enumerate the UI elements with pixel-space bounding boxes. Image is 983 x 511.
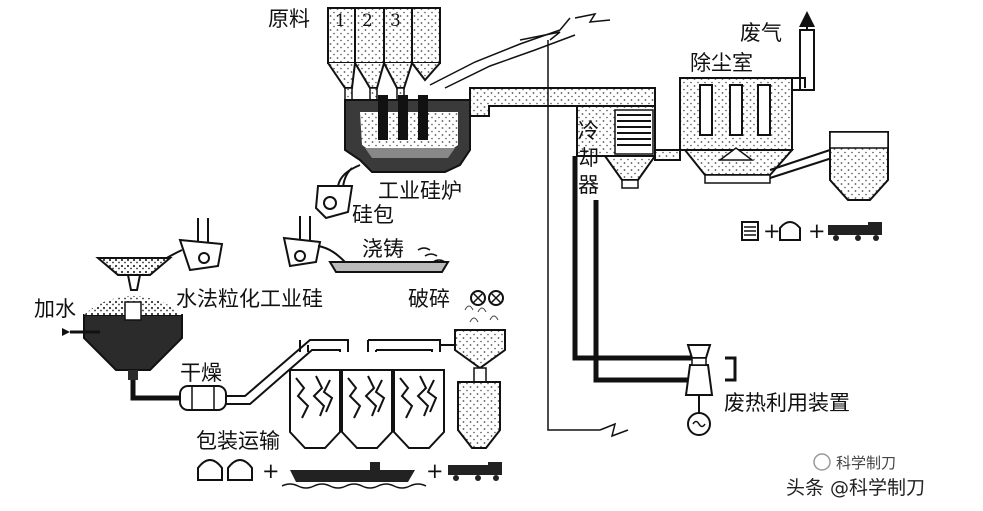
water-tank <box>83 296 183 380</box>
plus-sign: + <box>426 459 444 483</box>
dryer <box>179 385 227 411</box>
casting-label: 浇铸 <box>362 237 404 261</box>
bin-2-label: 2 <box>362 11 373 31</box>
cooler-label-2: 却 <box>578 146 599 170</box>
storage-silos <box>289 369 445 449</box>
plus-sign: + <box>262 459 280 483</box>
dust-chamber <box>679 77 833 184</box>
product-conveyor <box>226 339 455 405</box>
watermark-main: 头条 @科学制刀 <box>786 477 925 499</box>
crushed-product-silo <box>457 367 501 449</box>
bin-1-label: 1 <box>335 11 346 31</box>
water-granulation-label: 水法粒化工业硅 <box>176 287 323 311</box>
crusher <box>454 290 506 370</box>
duct-to-dust-chamber <box>654 149 681 161</box>
heat-recovery-label: 废热利用装置 <box>724 391 850 415</box>
flue-duct <box>469 87 656 117</box>
crushing-label: 破碎 <box>408 287 450 311</box>
dust-chamber-label: 除尘室 <box>690 51 753 75</box>
tank-to-dryer-pipe <box>130 380 180 401</box>
watermark-small: 科学制刀 <box>836 454 896 472</box>
cooler-label-3: 器 <box>578 173 599 197</box>
granulation-funnel <box>95 257 173 291</box>
silicon-ladle-label: 硅包 <box>352 203 394 227</box>
control-signal-lines <box>429 12 629 438</box>
dust-packaging-icons <box>741 221 882 241</box>
cooler-label-1: 冷 <box>578 119 599 143</box>
raw-material-label: 原料 <box>268 7 310 31</box>
bin-3-label: 3 <box>390 11 401 31</box>
cooler <box>576 105 657 189</box>
watermark: 科学制刀 头条 @科学制刀 <box>786 453 925 499</box>
casting-mold <box>328 247 450 273</box>
dust-hopper <box>829 131 889 201</box>
plus-sign: + <box>763 219 781 243</box>
plus-sign: + <box>808 219 826 243</box>
product-packaging-icons <box>197 459 502 489</box>
silicon-ladle <box>314 185 354 220</box>
casting-ladle <box>282 216 346 268</box>
add-water-label: 加水 <box>34 297 76 321</box>
packaging-label: 包装运输 <box>196 429 280 453</box>
furnace-label: 工业硅炉 <box>378 179 462 203</box>
drying-label: 干燥 <box>180 361 222 385</box>
heat-pipes <box>572 156 737 383</box>
exhaust-stack <box>792 11 815 91</box>
exhaust-gas-label: 废气 <box>740 21 782 45</box>
waste-heat-recovery-unit <box>684 344 714 436</box>
add-water-inlet <box>62 328 100 336</box>
